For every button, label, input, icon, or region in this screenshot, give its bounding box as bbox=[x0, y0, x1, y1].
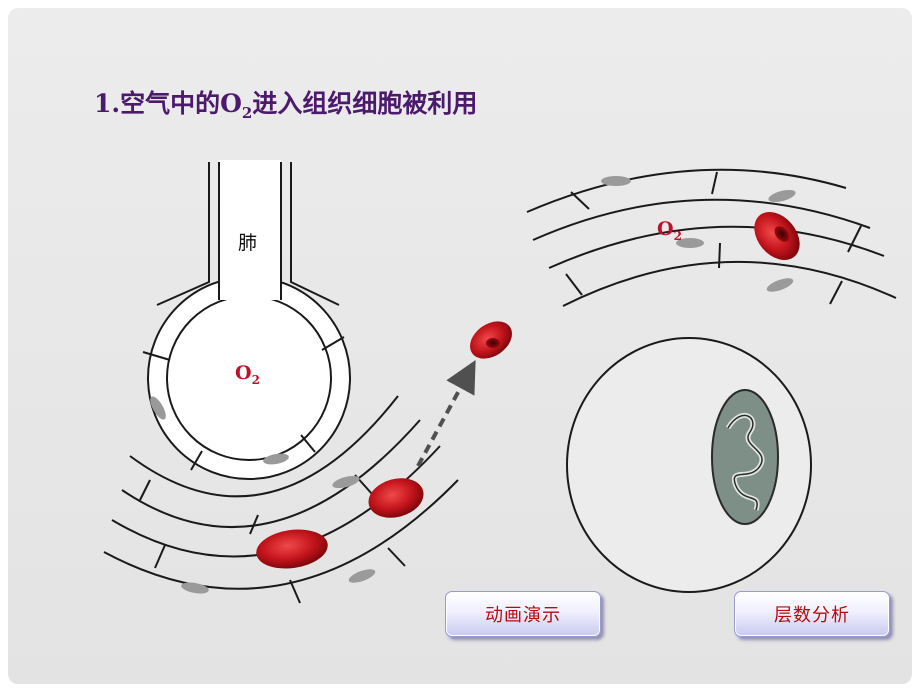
mitochondrion bbox=[711, 389, 779, 525]
alveolar-cell-nucleus bbox=[150, 396, 166, 420]
slide-title: 1.空气中的O2进入组织细胞被利用 bbox=[94, 89, 478, 122]
red-blood-cell-center bbox=[774, 226, 790, 242]
layer-analysis-button[interactable]: 层数分析 bbox=[734, 591, 890, 637]
capillary-cell-nucleus bbox=[676, 238, 704, 248]
red-blood-cell bbox=[256, 529, 328, 569]
animation-demo-button[interactable]: 动画演示 bbox=[445, 591, 601, 637]
capillary-cell-nucleus bbox=[181, 582, 209, 594]
capillary-cell-nucleus bbox=[766, 278, 794, 292]
capillary-cell-nucleus bbox=[348, 569, 376, 583]
capillary-o2-label: O2 bbox=[657, 218, 682, 243]
slide: 1.空气中的O2进入组织细胞被利用 bbox=[8, 8, 912, 684]
transport-arrow bbox=[416, 359, 476, 467]
tissue-capillary bbox=[526, 168, 897, 307]
red-blood-cell-center bbox=[486, 338, 500, 348]
red-blood-cell bbox=[368, 478, 424, 518]
capillary-cell-nucleus bbox=[768, 189, 796, 203]
alveolar-cell-nucleus bbox=[263, 453, 289, 465]
alveolus bbox=[142, 160, 351, 480]
lung-label: 肺 bbox=[238, 232, 258, 254]
capillary-cell-nucleus bbox=[332, 475, 360, 489]
alveolus-o2-label: O2 bbox=[235, 362, 260, 387]
capillary-cell-nucleus bbox=[601, 176, 631, 186]
gas-exchange-diagram bbox=[103, 160, 897, 604]
